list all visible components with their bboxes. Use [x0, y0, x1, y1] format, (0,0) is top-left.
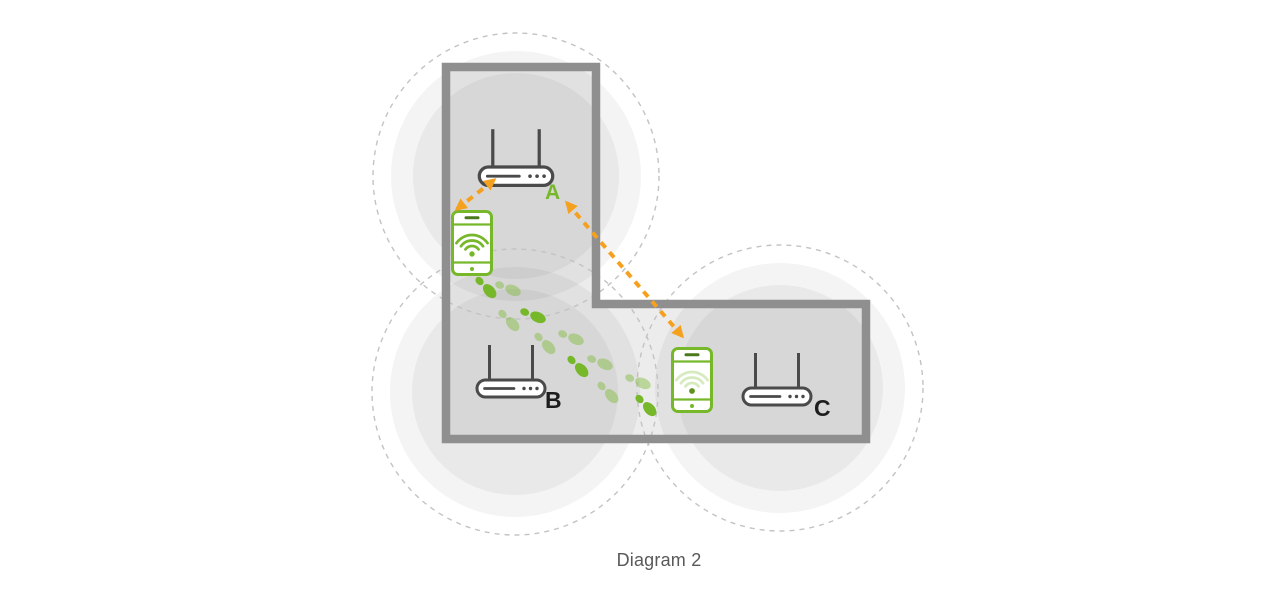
floor-plan-fill — [446, 67, 866, 439]
coverage-rings — [371, 32, 924, 536]
router-b-label: B — [545, 387, 562, 413]
link-arrow-a-to-phone-c-icon — [564, 200, 685, 339]
link-arrow-phone-to-a-icon — [454, 178, 497, 211]
speaker-icon — [684, 353, 700, 357]
coverage-ring-a-icon — [372, 32, 660, 320]
router-b-icon — [475, 345, 547, 399]
home-button-icon — [690, 404, 694, 408]
speaker-icon — [464, 216, 480, 220]
router-a-icon — [477, 129, 555, 187]
home-button-icon — [470, 267, 474, 271]
wifi-searching-icon — [675, 370, 709, 394]
wifi-icon — [455, 233, 489, 257]
smartphone-a-icon — [451, 210, 493, 276]
router-a-label: A — [545, 181, 560, 204]
coverage-ring-b-icon — [371, 248, 659, 536]
diagram-caption: Diagram 2 — [617, 550, 702, 570]
floor-plan-walls — [441, 62, 871, 444]
smartphone-c-icon — [671, 347, 713, 413]
router-c-label: C — [814, 395, 831, 421]
coverage-ring-c-icon — [636, 244, 924, 532]
router-c-icon — [741, 353, 813, 407]
